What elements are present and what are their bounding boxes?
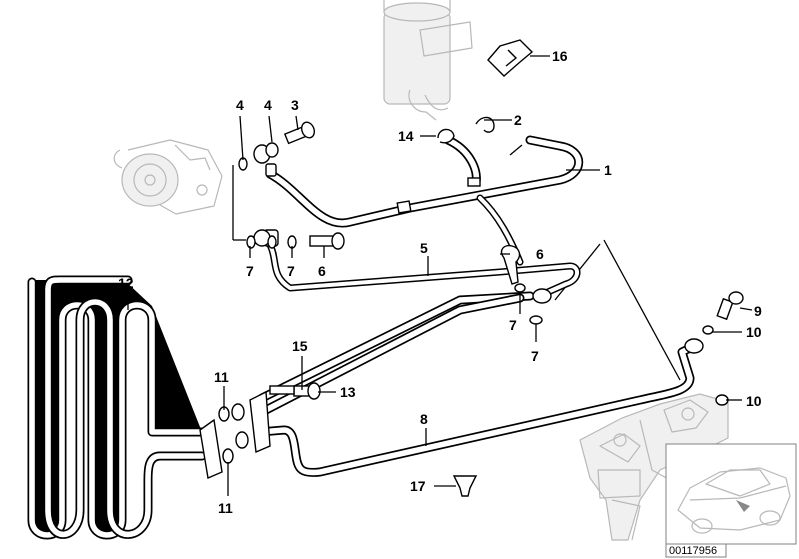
callout-11a: 11 xyxy=(214,369,229,385)
callout-16: 16 xyxy=(552,48,568,64)
oil-cooler-coil xyxy=(27,275,207,540)
reference-number-box: 00117956 xyxy=(665,543,727,558)
callout-6a: 6 xyxy=(318,263,326,279)
callout-9: 9 xyxy=(754,303,762,319)
vehicle-thumbnail xyxy=(665,443,797,545)
callout-15: 15 xyxy=(292,338,308,354)
callout-11b: 11 xyxy=(218,500,233,516)
callout-labels: 1 2 3 4 4 5 6 6 7 7 7 7 8 9 10 10 11 11 … xyxy=(118,48,762,516)
callout-6b: 6 xyxy=(536,246,544,262)
callout-7a: 7 xyxy=(246,263,254,279)
seal-rings-lower xyxy=(246,235,297,249)
callout-2: 2 xyxy=(514,112,522,128)
callout-5: 5 xyxy=(420,240,428,256)
reference-lines xyxy=(232,144,681,381)
banjo-bolt-3 xyxy=(283,121,316,145)
reservoir-ghost xyxy=(383,0,473,121)
steering-gear-ghost xyxy=(579,393,729,541)
banjo-fitting-upper xyxy=(238,142,279,177)
leader-lines xyxy=(127,55,753,496)
callout-13: 13 xyxy=(340,384,356,400)
pressure-hose-5 xyxy=(253,194,581,296)
hose-clamp-2 xyxy=(475,116,495,133)
callout-1: 1 xyxy=(604,162,612,178)
hollow-bolt-13 xyxy=(269,382,321,400)
callout-3: 3 xyxy=(291,97,299,113)
callout-4b: 4 xyxy=(264,97,272,113)
hose-clamp-14 xyxy=(437,128,455,144)
cooler-line-8 xyxy=(255,338,704,477)
banjo-bolt-6-left xyxy=(309,232,345,250)
flange-block xyxy=(199,390,271,479)
callout-12: 12 xyxy=(118,275,134,291)
callout-14: 14 xyxy=(398,128,414,144)
pump-ghost xyxy=(113,139,223,215)
cooler-line-15 xyxy=(257,291,535,415)
grommet-17 xyxy=(452,475,478,497)
return-hose-pipe-1 xyxy=(265,135,584,228)
callout-7d: 7 xyxy=(531,348,539,364)
clip-16 xyxy=(487,39,534,77)
callout-7b: 7 xyxy=(287,263,295,279)
reference-number: 00117956 xyxy=(669,545,717,557)
callout-10a: 10 xyxy=(746,324,762,340)
callout-10b: 10 xyxy=(746,393,762,409)
callout-7c: 7 xyxy=(509,317,517,333)
banjo-bolt-9 xyxy=(702,291,744,335)
callout-4a: 4 xyxy=(236,97,244,113)
callout-17: 17 xyxy=(410,478,426,494)
callout-8: 8 xyxy=(420,411,428,427)
